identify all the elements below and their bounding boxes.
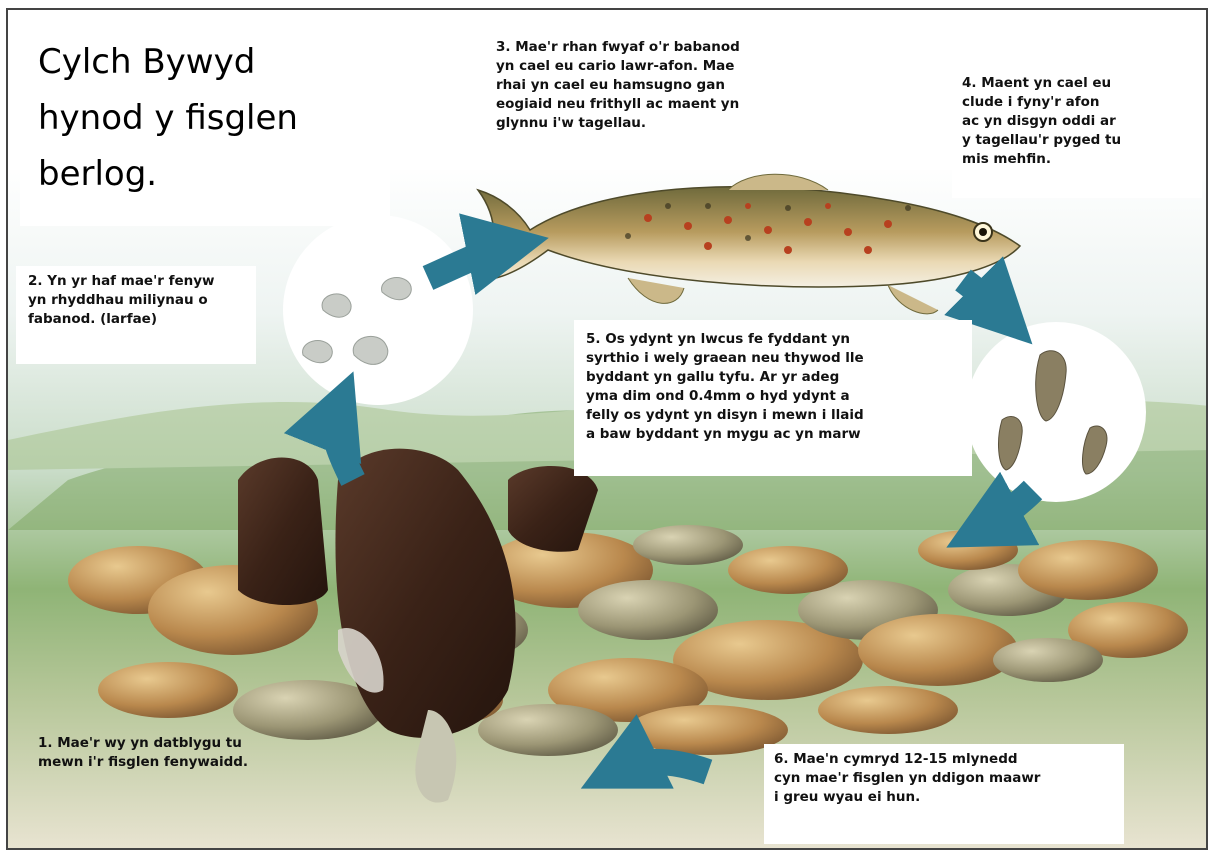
step-4-label: 4. Maent yn cael eu clude i fyny'r afon … (952, 64, 1202, 198)
step-2-label: 2. Yn yr haf mae'r fenyw yn rhyddhau mil… (16, 266, 256, 364)
diagram-frame: Cylch Bywyd hynod y fisglen berlog. 1. M… (6, 8, 1208, 850)
curved-arrow-icon (618, 762, 708, 772)
step-5-label: 5. Os ydynt yn lwcus fe fyddant yn syrth… (574, 320, 972, 476)
step-6-label: 6. Mae'n cymryd 12-15 mlynedd cyn mae'r … (764, 744, 1124, 844)
juvenile-mussel-icon (966, 322, 1146, 502)
step-1-label: 1. Mae'r wy yn datblygu tu mewn i'r fisg… (28, 730, 328, 776)
larvae-icon (283, 215, 473, 405)
step-3-label: 3. Mae'r rhan fwyaf o'r babanod yn cael … (486, 32, 846, 164)
diagram-title: Cylch Bywyd hynod y fisglen berlog. (20, 24, 390, 226)
